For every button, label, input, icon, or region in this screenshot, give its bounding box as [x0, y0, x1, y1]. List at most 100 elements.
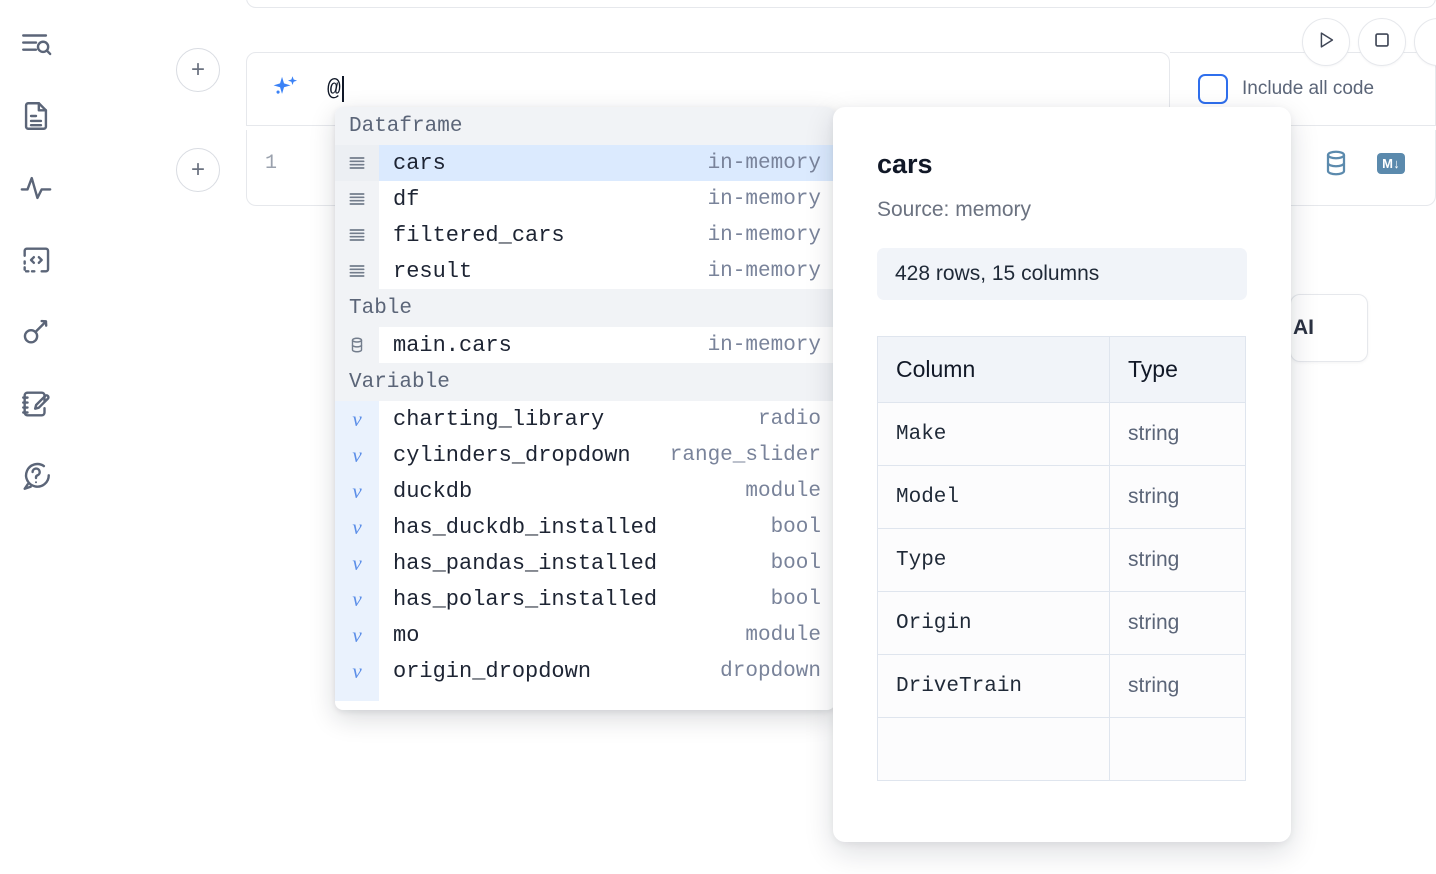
- cell-column-type: string: [1109, 591, 1246, 655]
- variable-icon: v: [335, 545, 379, 581]
- variable-icon: v: [335, 401, 379, 437]
- autocomplete-item-type: dropdown: [720, 659, 821, 683]
- autocomplete-item-type: in-memory: [707, 259, 821, 283]
- variable-icon: v: [335, 617, 379, 653]
- add-cell-above-button[interactable]: +: [176, 48, 220, 92]
- ai-prompt-input[interactable]: @: [327, 72, 344, 106]
- autocomplete-item-name: result: [393, 258, 473, 284]
- plus-icon: +: [190, 156, 205, 183]
- run-button[interactable]: [1302, 18, 1350, 66]
- autocomplete-item-mo[interactable]: v mo module: [335, 617, 835, 653]
- cell-column-type: string: [1109, 465, 1246, 529]
- variable-icon: v: [335, 653, 379, 689]
- autocomplete-group-label: Variable: [335, 363, 835, 401]
- autocomplete-item-duckdb[interactable]: v duckdb module: [335, 473, 835, 509]
- table-row: Origin string: [877, 591, 1246, 655]
- key-icon: [19, 315, 53, 349]
- generate-with-ai-button[interactable]: AI: [1290, 294, 1368, 362]
- sidebar-item-secrets[interactable]: [12, 308, 60, 356]
- autocomplete-item-type: radio: [757, 407, 821, 431]
- file-text-icon: [19, 99, 53, 133]
- autocomplete-item-type: in-memory: [707, 333, 821, 357]
- sidebar-item-activity[interactable]: [12, 164, 60, 212]
- cell-above-partial: [246, 0, 1436, 8]
- cell-column-name: Type: [877, 528, 1110, 592]
- ai-prompt-options: Include all code: [1170, 52, 1436, 126]
- variable-icon: v: [335, 437, 379, 473]
- include-all-code-checkbox[interactable]: [1198, 74, 1228, 104]
- autocomplete-item-charting-library[interactable]: v charting_library radio: [335, 401, 835, 437]
- variable-icon: v: [335, 473, 379, 509]
- variable-icon: v: [335, 689, 379, 701]
- documentation-panel: cars Source: memory 428 rows, 15 columns…: [833, 107, 1291, 842]
- autocomplete-item-has-pandas-installed[interactable]: v has_pandas_installed bool: [335, 545, 835, 581]
- cell-column-type: string: [1109, 528, 1246, 592]
- sparkle-icon: [269, 72, 303, 106]
- table-icon: [335, 327, 379, 363]
- autocomplete-item-result[interactable]: result in-memory: [335, 253, 835, 289]
- autocomplete-item-name: cars: [393, 150, 446, 176]
- autocomplete-item-cars[interactable]: cars in-memory: [335, 145, 835, 181]
- autocomplete-item-df[interactable]: df in-memory: [335, 181, 835, 217]
- autocomplete-item-filtered-cars[interactable]: filtered_cars in-memory: [335, 217, 835, 253]
- autocomplete-item-name: main.cars: [393, 332, 512, 358]
- autocomplete-item-partial[interactable]: v: [335, 689, 835, 701]
- variable-icon: v: [335, 509, 379, 545]
- help-chat-icon: [19, 459, 53, 493]
- autocomplete-item-main-cars[interactable]: main.cars in-memory: [335, 327, 835, 363]
- autocomplete-item-type: bool: [770, 515, 821, 539]
- sidebar-rail: [0, 0, 72, 874]
- sidebar-item-help[interactable]: [12, 452, 60, 500]
- autocomplete-item-type: bool: [770, 551, 821, 575]
- autocomplete-item-type: in-memory: [707, 151, 821, 175]
- autocomplete-item-type: in-memory: [707, 223, 821, 247]
- dataframe-icon: [335, 181, 379, 217]
- autocomplete-item-has-duckdb-installed[interactable]: v has_duckdb_installed bool: [335, 509, 835, 545]
- autocomplete-item-has-polars-installed[interactable]: v has_polars_installed bool: [335, 581, 835, 617]
- autocomplete-item-name: filtered_cars: [393, 222, 565, 248]
- column-header-column: Column: [877, 336, 1110, 403]
- table-row: Model string: [877, 465, 1246, 529]
- autocomplete-item-type: module: [745, 623, 821, 647]
- autocomplete-item-name: cylinders_dropdown: [393, 442, 631, 468]
- autocomplete-item-name: mo: [393, 622, 420, 648]
- autocomplete-item-name: origin_dropdown: [393, 658, 592, 684]
- column-header-type: Type: [1109, 336, 1246, 403]
- stop-button[interactable]: [1358, 18, 1406, 66]
- cell-column-type: [1109, 717, 1246, 781]
- sidebar-item-snippets[interactable]: [12, 236, 60, 284]
- include-all-code-label: Include all code: [1242, 78, 1375, 99]
- autocomplete-item-name: duckdb: [393, 478, 473, 504]
- autocomplete-dropdown[interactable]: Dataframe cars in-memory df in-memory: [335, 107, 835, 710]
- doc-schema-table: Column Type Make string Model string Typ…: [877, 336, 1246, 781]
- text-cursor: [341, 76, 344, 102]
- line-number: 1: [265, 152, 278, 175]
- autocomplete-item-type: in-memory: [707, 187, 821, 211]
- sidebar-item-scratchpad[interactable]: [12, 380, 60, 428]
- cell-column-name: Make: [877, 402, 1110, 466]
- variable-icon: v: [335, 581, 379, 617]
- autocomplete-item-type: range_slider: [669, 443, 821, 467]
- cell-column-type: string: [1109, 402, 1246, 466]
- add-cell-below-button[interactable]: +: [176, 148, 220, 192]
- ai-prompt-value: @: [327, 76, 341, 102]
- more-button[interactable]: [1414, 18, 1436, 66]
- autocomplete-variable-list: v charting_library radio v cylinders_dro…: [335, 401, 835, 701]
- autocomplete-group-label: Dataframe: [335, 107, 835, 145]
- table-row: Type string: [877, 528, 1246, 592]
- autocomplete-item-name: has_duckdb_installed: [393, 514, 658, 540]
- autocomplete-item-origin-dropdown[interactable]: v origin_dropdown dropdown: [335, 653, 835, 689]
- markdown-icon[interactable]: M↓: [1377, 152, 1405, 174]
- outline-search-icon: [19, 27, 53, 61]
- autocomplete-item-name: [393, 695, 406, 702]
- doc-title: cars: [877, 149, 933, 179]
- dataframe-icon: [335, 145, 379, 181]
- autocomplete-item-cylinders-dropdown[interactable]: v cylinders_dropdown range_slider: [335, 437, 835, 473]
- activity-icon: [19, 171, 53, 205]
- autocomplete-item-name: charting_library: [393, 406, 605, 432]
- database-icon[interactable]: [1321, 148, 1351, 178]
- cell-column-name: Model: [877, 465, 1110, 529]
- sidebar-item-file[interactable]: [12, 92, 60, 140]
- sidebar-item-outline-search[interactable]: [12, 20, 60, 68]
